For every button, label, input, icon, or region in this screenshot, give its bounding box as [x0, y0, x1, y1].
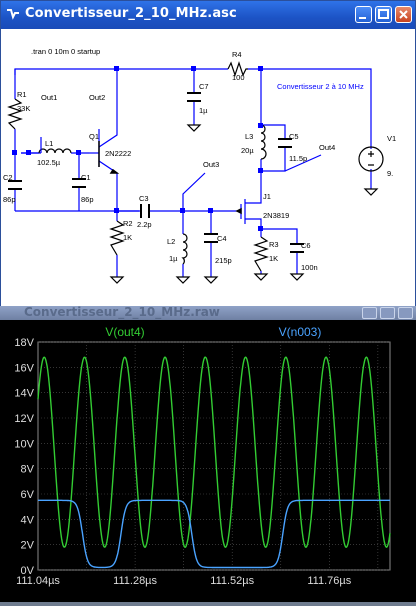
- label-R2: R2: [123, 219, 133, 228]
- label-V1: V1: [387, 134, 396, 143]
- legend-entry: V(n003): [279, 325, 322, 339]
- waveform-plot[interactable]: 0V 2V 4V 6V 8V 10V 12V 14V 16V 18V 111.04µs 111.28µ…: [0, 320, 416, 602]
- value-C7: 1µ: [199, 106, 208, 115]
- value-J1: 2N3819: [263, 211, 289, 220]
- schematic-titlebar[interactable]: Convertisseur_2_10_MHz.asc: [1, 1, 415, 29]
- series-line-0: [37, 356, 391, 549]
- value-C4: 215p: [215, 256, 232, 265]
- y-tick-label: 12V: [14, 413, 34, 425]
- y-tick-label: 14V: [14, 388, 34, 400]
- waveform-window: 0V 2V 4V 6V 8V 10V 12V 14V 16V 18V 111.04µs 111.28µ…: [0, 320, 416, 602]
- value-L3: 20µ: [241, 146, 254, 155]
- label-out4: Out4: [319, 143, 335, 152]
- label-C3: C3: [139, 194, 149, 203]
- series-line-1: [38, 499, 390, 569]
- value-C2: 86p: [3, 195, 16, 204]
- label-R3: R3: [269, 240, 279, 249]
- value-R4: 100: [232, 73, 245, 82]
- waveform-titlebar[interactable]: Convertisseur_2_10_MHz.raw: [0, 305, 416, 320]
- waveform-window-title: Convertisseur_2_10_MHz.raw: [24, 305, 220, 319]
- y-tick-label: 4V: [21, 514, 35, 526]
- x-tick-label: 111.04µs: [16, 575, 60, 587]
- close-icon: [399, 10, 408, 19]
- label-L1: L1: [45, 139, 53, 148]
- value-R2: 1K: [123, 233, 132, 242]
- value-R1: 33K: [17, 104, 30, 113]
- plot-frame: [37, 341, 391, 571]
- circuit-title: Convertisseur 2 à 10 MHz: [277, 82, 364, 91]
- voltage-source-v1: [358, 146, 384, 172]
- minimize-icon: [359, 17, 366, 19]
- junction-dots: [12, 66, 263, 231]
- schematic-window: Convertisseur_2_10_MHz.asc: [0, 0, 416, 316]
- maximize-icon: [378, 9, 389, 19]
- value-C6: 100n: [301, 263, 318, 272]
- y-tick-label: 6V: [21, 489, 35, 501]
- minimize-button[interactable]: [355, 6, 372, 23]
- capacitor-symbols: [8, 92, 304, 253]
- waveform-close-button[interactable]: [398, 307, 413, 319]
- label-J1: J1: [263, 192, 271, 201]
- value-L2: 1µ: [169, 254, 178, 263]
- label-out2: Out2: [89, 93, 105, 102]
- label-C6: C6: [301, 241, 311, 250]
- resistor-symbols: [7, 61, 269, 272]
- y-tick-label: 18V: [14, 337, 34, 349]
- label-L2: L2: [167, 237, 175, 246]
- label-C1: C1: [81, 173, 91, 182]
- window-title: Convertisseur_2_10_MHz.asc: [25, 6, 237, 21]
- label-R1: R1: [17, 90, 27, 99]
- y-tick-label: 10V: [14, 438, 34, 450]
- value-C5: 11.5p: [289, 154, 307, 163]
- schematic-labels: .tran 0 10m 0 startup Convertisseur 2 à …: [3, 47, 396, 272]
- value-C3: 2.2p: [137, 220, 152, 229]
- value-R3: 1K: [269, 254, 278, 263]
- y-tick-label: 16V: [14, 362, 34, 374]
- legend-entry: V(out4): [105, 325, 144, 339]
- value-Q1: 2N2222: [105, 149, 131, 158]
- output-probe-wires: [40, 129, 100, 153]
- value-V1: 9.: [387, 169, 393, 178]
- x-tick-label: 111.52µs: [210, 575, 254, 587]
- maximize-button[interactable]: [375, 6, 392, 23]
- value-L1: 102.5µ: [37, 158, 61, 167]
- label-R4: R4: [232, 50, 242, 59]
- ltspice-app-icon: [7, 9, 19, 20]
- waveform-minimize-button[interactable]: [362, 307, 377, 319]
- label-Q1: Q1: [89, 132, 99, 141]
- close-button[interactable]: [395, 6, 412, 23]
- x-tick-label: 111.76µs: [307, 575, 351, 587]
- ground-symbols: [109, 124, 379, 284]
- y-tick-label: 0V: [21, 565, 35, 577]
- label-C5: C5: [289, 132, 299, 141]
- label-out1: Out1: [41, 93, 57, 102]
- y-tick-label: 2V: [21, 540, 35, 552]
- waveform-maximize-button[interactable]: [380, 307, 395, 319]
- schematic-canvas[interactable]: .tran 0 10m 0 startup Convertisseur 2 à …: [1, 29, 415, 315]
- y-tick-label: 8V: [21, 464, 35, 476]
- spice-directive: .tran 0 10m 0 startup: [31, 47, 100, 56]
- label-C7: C7: [199, 82, 209, 91]
- label-L3: L3: [245, 132, 253, 141]
- value-C1: 86p: [81, 195, 94, 204]
- transistor-symbols: [98, 141, 242, 215]
- label-C4: C4: [217, 234, 227, 243]
- label-out3: Out3: [203, 160, 219, 169]
- x-tick-label: 111.28µs: [113, 575, 157, 587]
- label-C2: C2: [3, 173, 13, 182]
- inductor-symbols: [38, 124, 267, 265]
